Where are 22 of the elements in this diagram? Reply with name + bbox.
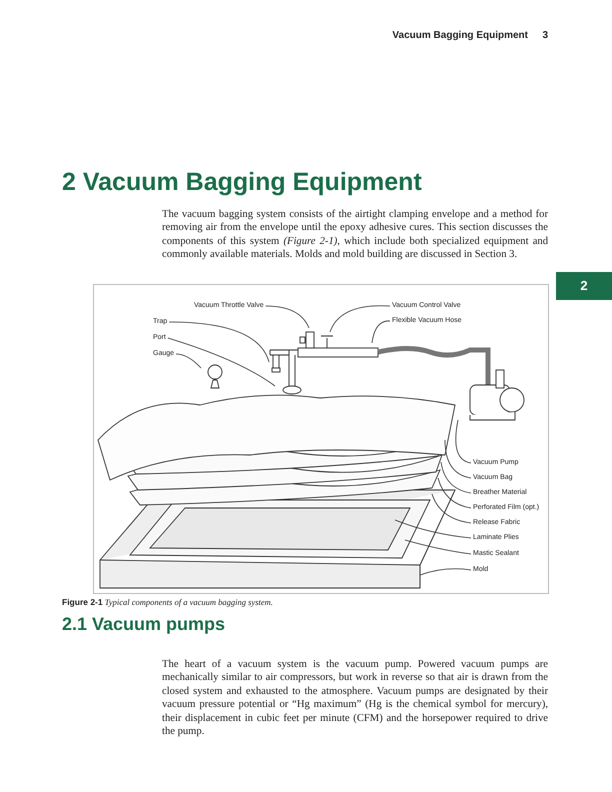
leader-line	[440, 462, 472, 494]
leader-line	[455, 420, 472, 464]
leader-line	[167, 338, 276, 386]
leader-line	[404, 540, 472, 554]
leader-line	[265, 306, 310, 328]
leader-line	[420, 568, 472, 576]
leader-line	[330, 305, 390, 332]
leader-line	[168, 322, 270, 362]
page-number: 3	[542, 30, 548, 41]
figure-caption: Figure 2-1 Typical components of a vacuum bagging system.	[62, 597, 273, 607]
leader-line	[438, 478, 472, 508]
chapter-tab: 2	[556, 272, 612, 300]
section-heading: 2.1 Vacuum pumps	[62, 614, 226, 635]
body-paragraph: The heart of a vacuum system is the vacuum pump. Powered vacuum pumps are mechanically similar to air compressors, but work in reverse so that air is drawn from the closed system and exhausted to the atmosphere. Vacuum pumps are designated by their vacuum pressure potential or “Hg maximum” (Hg is the chemical symbol for mercury), their displacement in cubic feet per minute (CFM) and the horsepower required to drive the pump.	[162, 658, 548, 738]
leader-line	[394, 520, 472, 538]
chapter-title: 2 Vacuum Bagging Equipment	[62, 168, 422, 197]
leader-line	[444, 440, 472, 478]
leader-line	[432, 494, 472, 524]
leader-line	[176, 354, 202, 368]
leader-line	[372, 320, 390, 344]
body-paragraph: The vacuum bagging system consists of the airtight clamping envelope and a method for removing air from the envelope until the epoxy adhesive cures. This section discusses the components of this system (Figure 2-1), which include both specialized equipment and commonly available materials. Molds and mold building are discussed in Section 3.	[162, 208, 548, 262]
running-head: Vacuum Bagging Equipment	[392, 30, 528, 41]
